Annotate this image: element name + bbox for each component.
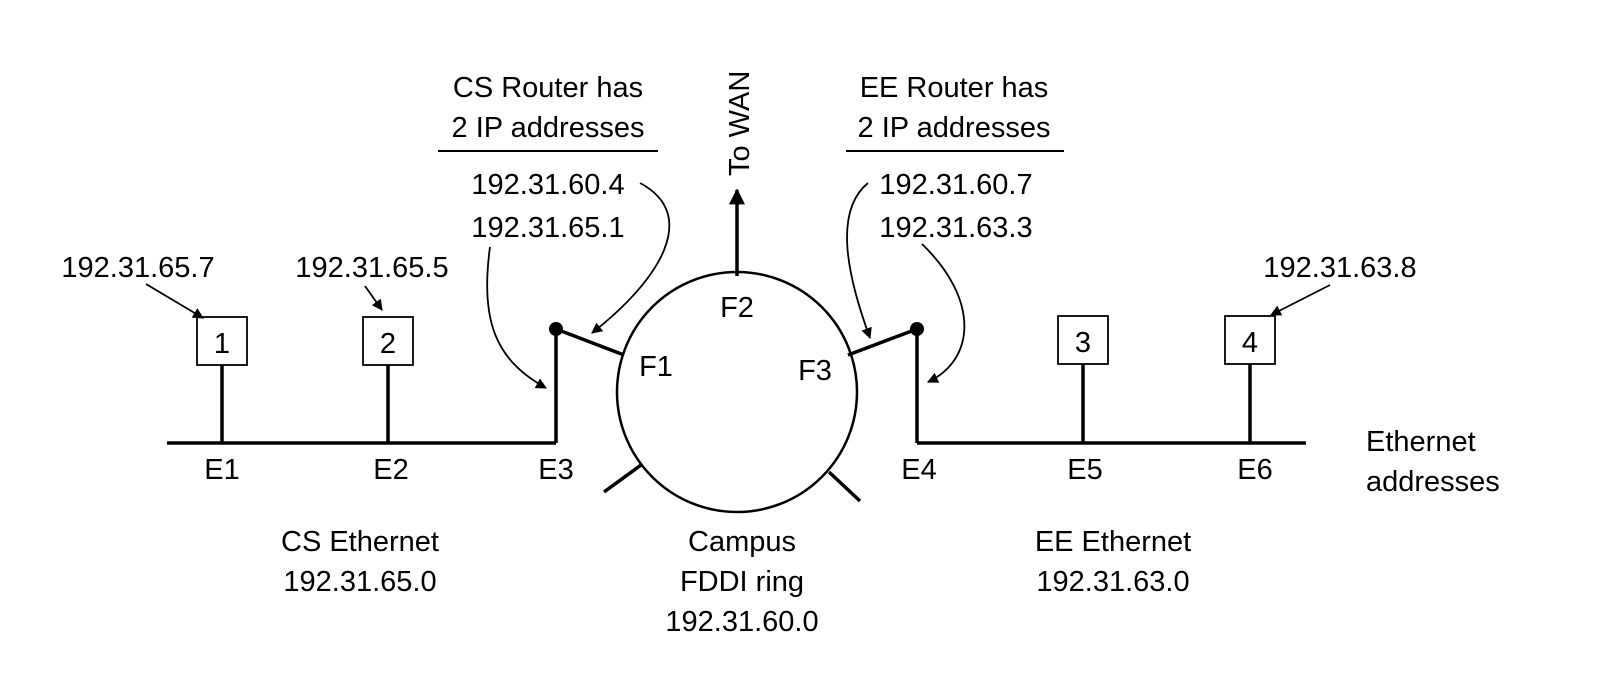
ee-network-address: 192.31.63.0 bbox=[1036, 566, 1189, 598]
ethernet-address-e3: E3 bbox=[538, 454, 573, 486]
ee-router-ip-ethernet: 192.31.63.3 bbox=[879, 212, 1032, 244]
host-1-ip: 192.31.65.7 bbox=[61, 252, 214, 284]
ee-router-ethernet-address-arrow bbox=[921, 243, 966, 383]
host-3 bbox=[1057, 315, 1109, 365]
cs-router-ip-fddi: 192.31.60.4 bbox=[471, 169, 624, 201]
fddi-network-name-line1: Campus bbox=[688, 526, 796, 558]
host-2-ip-arrow bbox=[364, 285, 383, 311]
fddi-port-f3: F3 bbox=[798, 355, 832, 387]
cs-network-name: CS Ethernet bbox=[281, 526, 439, 558]
cs-router-heading-line2: 2 IP addresses bbox=[452, 112, 645, 144]
fddi-network-name-line2: FDDI ring bbox=[680, 566, 804, 598]
host-1-ip-arrow bbox=[145, 283, 204, 319]
cs-router-fddi-link bbox=[555, 327, 625, 357]
host-3-label: 3 bbox=[1075, 327, 1091, 359]
wan-label: To WAN bbox=[724, 71, 756, 176]
host-4-label: 4 bbox=[1242, 327, 1258, 359]
ee-router-heading-line1: EE Router has bbox=[860, 72, 1049, 104]
fddi-stub-right bbox=[827, 470, 862, 503]
ee-network-name: EE Ethernet bbox=[1035, 526, 1191, 558]
ethernet-address-e6: E6 bbox=[1237, 454, 1272, 486]
fddi-stub-left bbox=[602, 463, 643, 494]
ethernet-addresses-label-line1: Ethernet bbox=[1366, 426, 1476, 458]
ethernet-address-e5: E5 bbox=[1067, 454, 1102, 486]
host-1 bbox=[196, 316, 248, 366]
host-1-label: 1 bbox=[214, 328, 230, 360]
fddi-network-address: 192.31.60.0 bbox=[665, 606, 818, 638]
host-2-label: 2 bbox=[380, 328, 396, 360]
fddi-port-f1: F1 bbox=[639, 351, 673, 383]
cs-router-fddi-address-arrow bbox=[591, 182, 671, 334]
ethernet-address-e1: E1 bbox=[204, 454, 239, 486]
fddi-ring bbox=[615, 270, 859, 514]
cs-router-node bbox=[549, 322, 563, 336]
cs-network-address: 192.31.65.0 bbox=[283, 566, 436, 598]
ee-router-heading-line2: 2 IP addresses bbox=[858, 112, 1051, 144]
ethernet-addresses-label-line2: addresses bbox=[1366, 466, 1500, 498]
cs-router-ethernet-address-arrow bbox=[486, 246, 547, 389]
ee-router-ip-fddi: 192.31.60.7 bbox=[879, 169, 1032, 201]
host-4-ip-arrow bbox=[1270, 284, 1331, 316]
host-4 bbox=[1224, 315, 1276, 365]
host-2 bbox=[362, 316, 414, 366]
ethernet-address-e2: E2 bbox=[373, 454, 408, 486]
fddi-port-f2: F2 bbox=[720, 292, 754, 324]
cs-router-ip-ethernet: 192.31.65.1 bbox=[471, 212, 624, 244]
ee-router-fddi-link bbox=[847, 327, 918, 357]
ee-router-fddi-address-arrow bbox=[846, 182, 872, 340]
host-4-ip: 192.31.63.8 bbox=[1263, 252, 1416, 284]
ethernet-address-e4: E4 bbox=[901, 454, 936, 486]
cs-router-heading-line1: CS Router has bbox=[453, 72, 643, 104]
ee-router-node bbox=[910, 322, 924, 336]
host-2-ip: 192.31.65.5 bbox=[295, 252, 448, 284]
